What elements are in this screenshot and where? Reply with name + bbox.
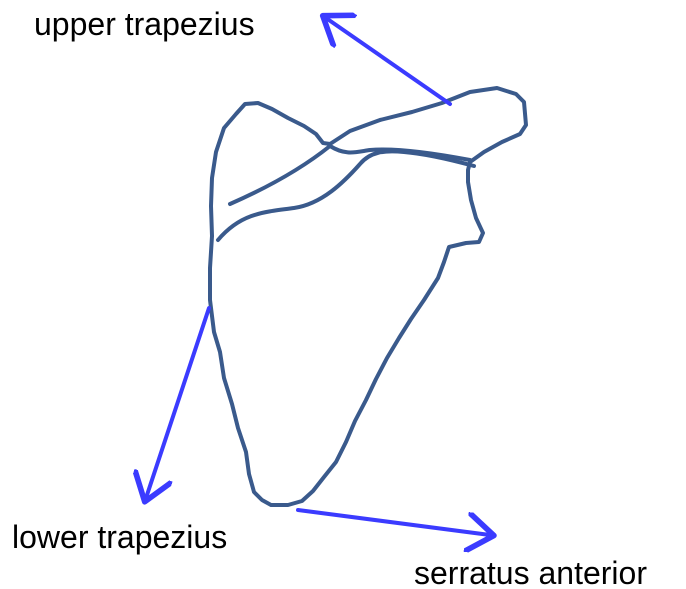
serratus-anterior-arrow [298, 510, 490, 535]
scapular-spine-lower [218, 151, 474, 240]
upper-trapezius-label: upper trapezius [34, 8, 255, 40]
upper-trapezius-arrow [326, 18, 450, 104]
lower-trapezius-arrow [146, 308, 209, 498]
scapular-spine-upper [230, 146, 330, 204]
lower-trapezius-label: lower trapezius [12, 521, 227, 553]
serratus-anterior-label: serratus anterior [414, 557, 647, 589]
